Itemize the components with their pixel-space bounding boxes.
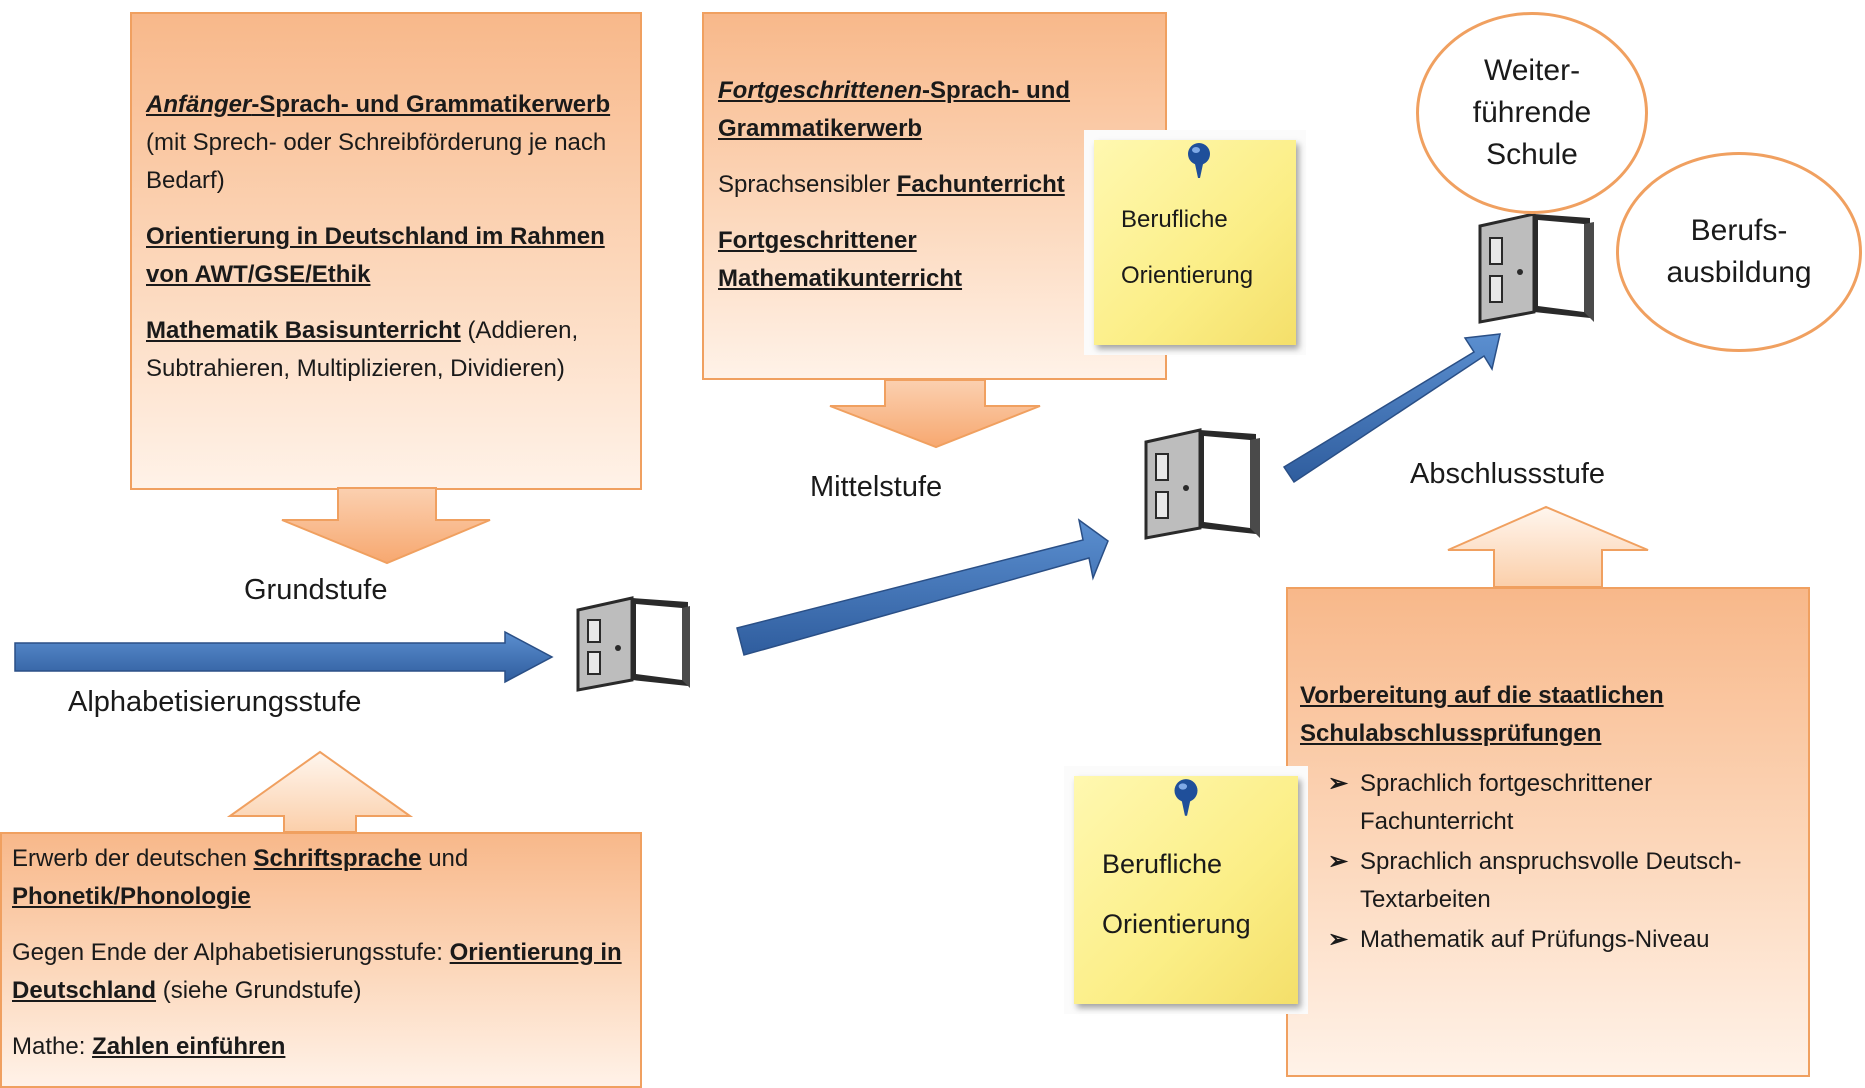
up-arrow-alphabetisierung <box>226 750 414 833</box>
alpha-p1-c: und <box>428 845 469 872</box>
mittel-line2-plain: Sprachsensibler <box>718 171 891 198</box>
alpha-p2-a: Gegen Ende der Alphabetisierungsstufe: <box>12 939 443 966</box>
pushpin-icon <box>1188 143 1210 178</box>
blue-arrow-alphabetisierung <box>14 630 554 684</box>
grund-orientierung: Orientierung in Deutschland im Rahmen vo… <box>146 223 605 288</box>
door-icon <box>1478 212 1594 324</box>
down-arrow-grundstufe <box>281 487 491 565</box>
arrow-bullet-icon: ➢ <box>1328 770 1349 797</box>
arrow-bullet-icon: ➢ <box>1328 848 1349 875</box>
alpha-p2-c: (siehe Grundstufe) <box>162 977 362 1004</box>
door-icon <box>576 596 690 692</box>
abschluss-heading: Vorbereitung auf die staatlichen Schulab… <box>1300 682 1664 747</box>
mittel-line1-rest: -Sprach- und Grammatikerwerb <box>718 77 1071 142</box>
alpha-p1-a: Erwerb der deutschen <box>12 845 247 872</box>
mittel-fachunterricht: Fachunterricht <box>896 171 1065 198</box>
sticky-note-top: Berufliche Orientierung <box>1084 130 1306 355</box>
blue-arrow-mittelstufe <box>1282 333 1501 484</box>
list-item: ➢Mathematik auf Prüfungs-Niveau <box>1300 921 1794 959</box>
alphabetisierung-box: Erwerb der deutschen Schriftsprache und … <box>0 832 642 1088</box>
alpha-zahlen: Zahlen einführen <box>92 1033 286 1060</box>
outcome-weiterfuehrende-schule: Weiter- führende Schule <box>1416 12 1648 214</box>
grund-line1-note: (mit Sprech- oder Schreibförderung je na… <box>146 129 607 194</box>
list-item: ➢Sprachlich fortgeschrittener Fachunterr… <box>1300 765 1760 841</box>
alpha-phonetik: Phonetik/Phonologie <box>12 883 251 910</box>
stage-label-grundstufe: Grundstufe <box>244 574 388 606</box>
grund-mathematik: Mathematik Basisunterricht <box>146 317 461 344</box>
abschlussstufe-box: Vorbereitung auf die staatlichen Schulab… <box>1286 587 1810 1077</box>
sticky-note-top-text: Berufliche Orientierung <box>1121 206 1254 289</box>
stage-label-mittelstufe: Mittelstufe <box>810 471 943 503</box>
alpha-p3-a: Mathe: <box>12 1033 86 1060</box>
stage-label-alphabetisierung: Alphabetisierungsstufe <box>68 686 362 718</box>
mittel-line1-emphasis: Fortgeschrittenen <box>718 77 923 104</box>
arrow-bullet-icon: ➢ <box>1328 926 1349 953</box>
list-item: ➢Sprachlich anspruchsvolle Deutsch-Texta… <box>1300 843 1780 919</box>
sticky-note-paper <box>1094 140 1296 345</box>
alpha-schriftsprache: Schriftsprache <box>253 845 422 872</box>
sticky-note-bottom: Berufliche Orientierung <box>1064 766 1308 1014</box>
stage-label-abschlussstufe: Abschlussstufe <box>1410 458 1606 490</box>
alpha-orientierung: Orientierung in Deutschland <box>12 939 622 1004</box>
mittel-mathematik: Fortgeschrittener Mathematikunterricht <box>718 227 963 292</box>
sticky-note-bottom-text: Berufliche Orientierung <box>1102 849 1251 939</box>
door-icon <box>1144 428 1260 540</box>
grund-mathematik-note: (Addieren, Subtrahieren, Multiplizieren,… <box>146 317 579 382</box>
mittelstufe-box: Fortgeschrittenen-Sprach- und Grammatike… <box>702 12 1167 380</box>
down-arrow-mittelstufe <box>829 379 1041 449</box>
outcome-berufsausbildung: Berufs- ausbildung <box>1616 152 1862 352</box>
grund-line1-emphasis: Anfänger <box>146 91 252 118</box>
blue-arrow-grundstufe <box>736 518 1109 656</box>
up-arrow-abschlussstufe <box>1447 505 1649 588</box>
pushpin-icon <box>1174 779 1198 816</box>
grundstufe-box: Anfänger-Sprach- und Grammatikerwerb (mi… <box>130 12 642 490</box>
grund-line1-rest: -Sprach- und Grammatikerwerb <box>251 91 611 118</box>
abschluss-list: ➢Sprachlich fortgeschrittener Fachunterr… <box>1300 765 1794 959</box>
